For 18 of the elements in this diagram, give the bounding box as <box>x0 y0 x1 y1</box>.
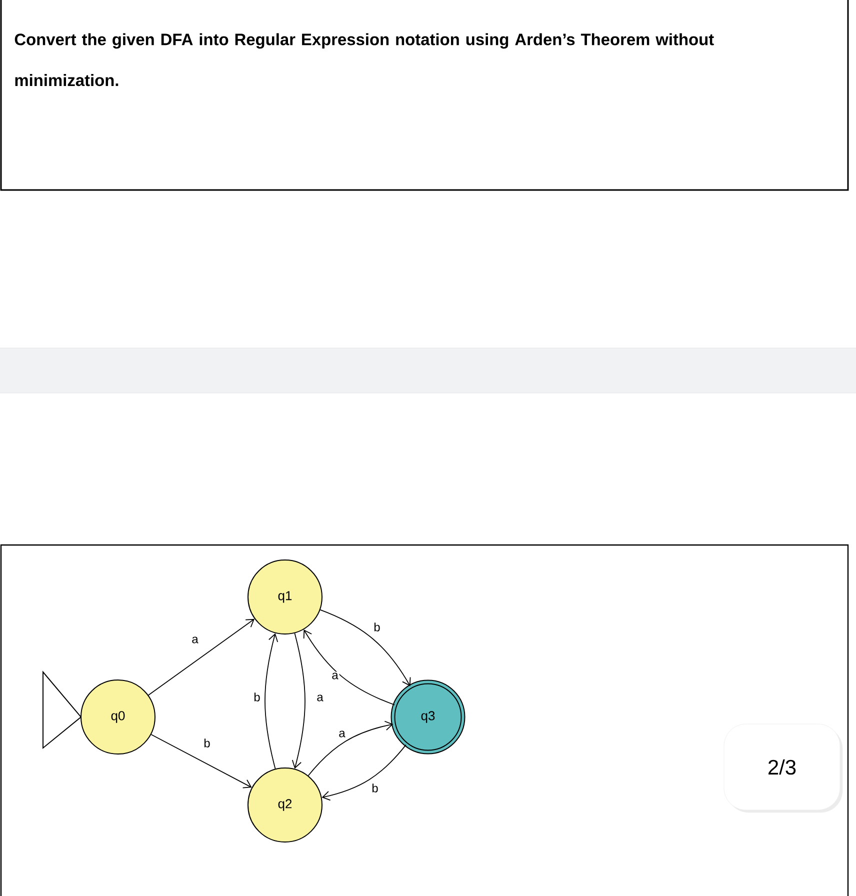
edge-label: a <box>332 672 338 680</box>
edge-label: a <box>339 730 346 738</box>
edge-label: b <box>254 692 260 702</box>
arrow <box>264 633 278 770</box>
page-counter-pill: 2/3 <box>724 724 843 813</box>
arrow <box>322 744 406 801</box>
arrow <box>308 720 394 776</box>
arrow <box>148 618 255 696</box>
edge-label: b <box>372 784 378 792</box>
arrow <box>303 629 396 706</box>
edge-label: a <box>192 636 198 644</box>
arrow <box>292 632 306 769</box>
arrow <box>320 609 411 686</box>
arrow <box>150 734 252 788</box>
edge-label: b <box>204 738 210 748</box>
question-text: Convert the given DFA into Regular Expression notation using Arden’s Theorem without minimization. <box>14 33 714 86</box>
edge-label: b <box>374 622 380 632</box>
edge-label: a <box>317 694 324 702</box>
